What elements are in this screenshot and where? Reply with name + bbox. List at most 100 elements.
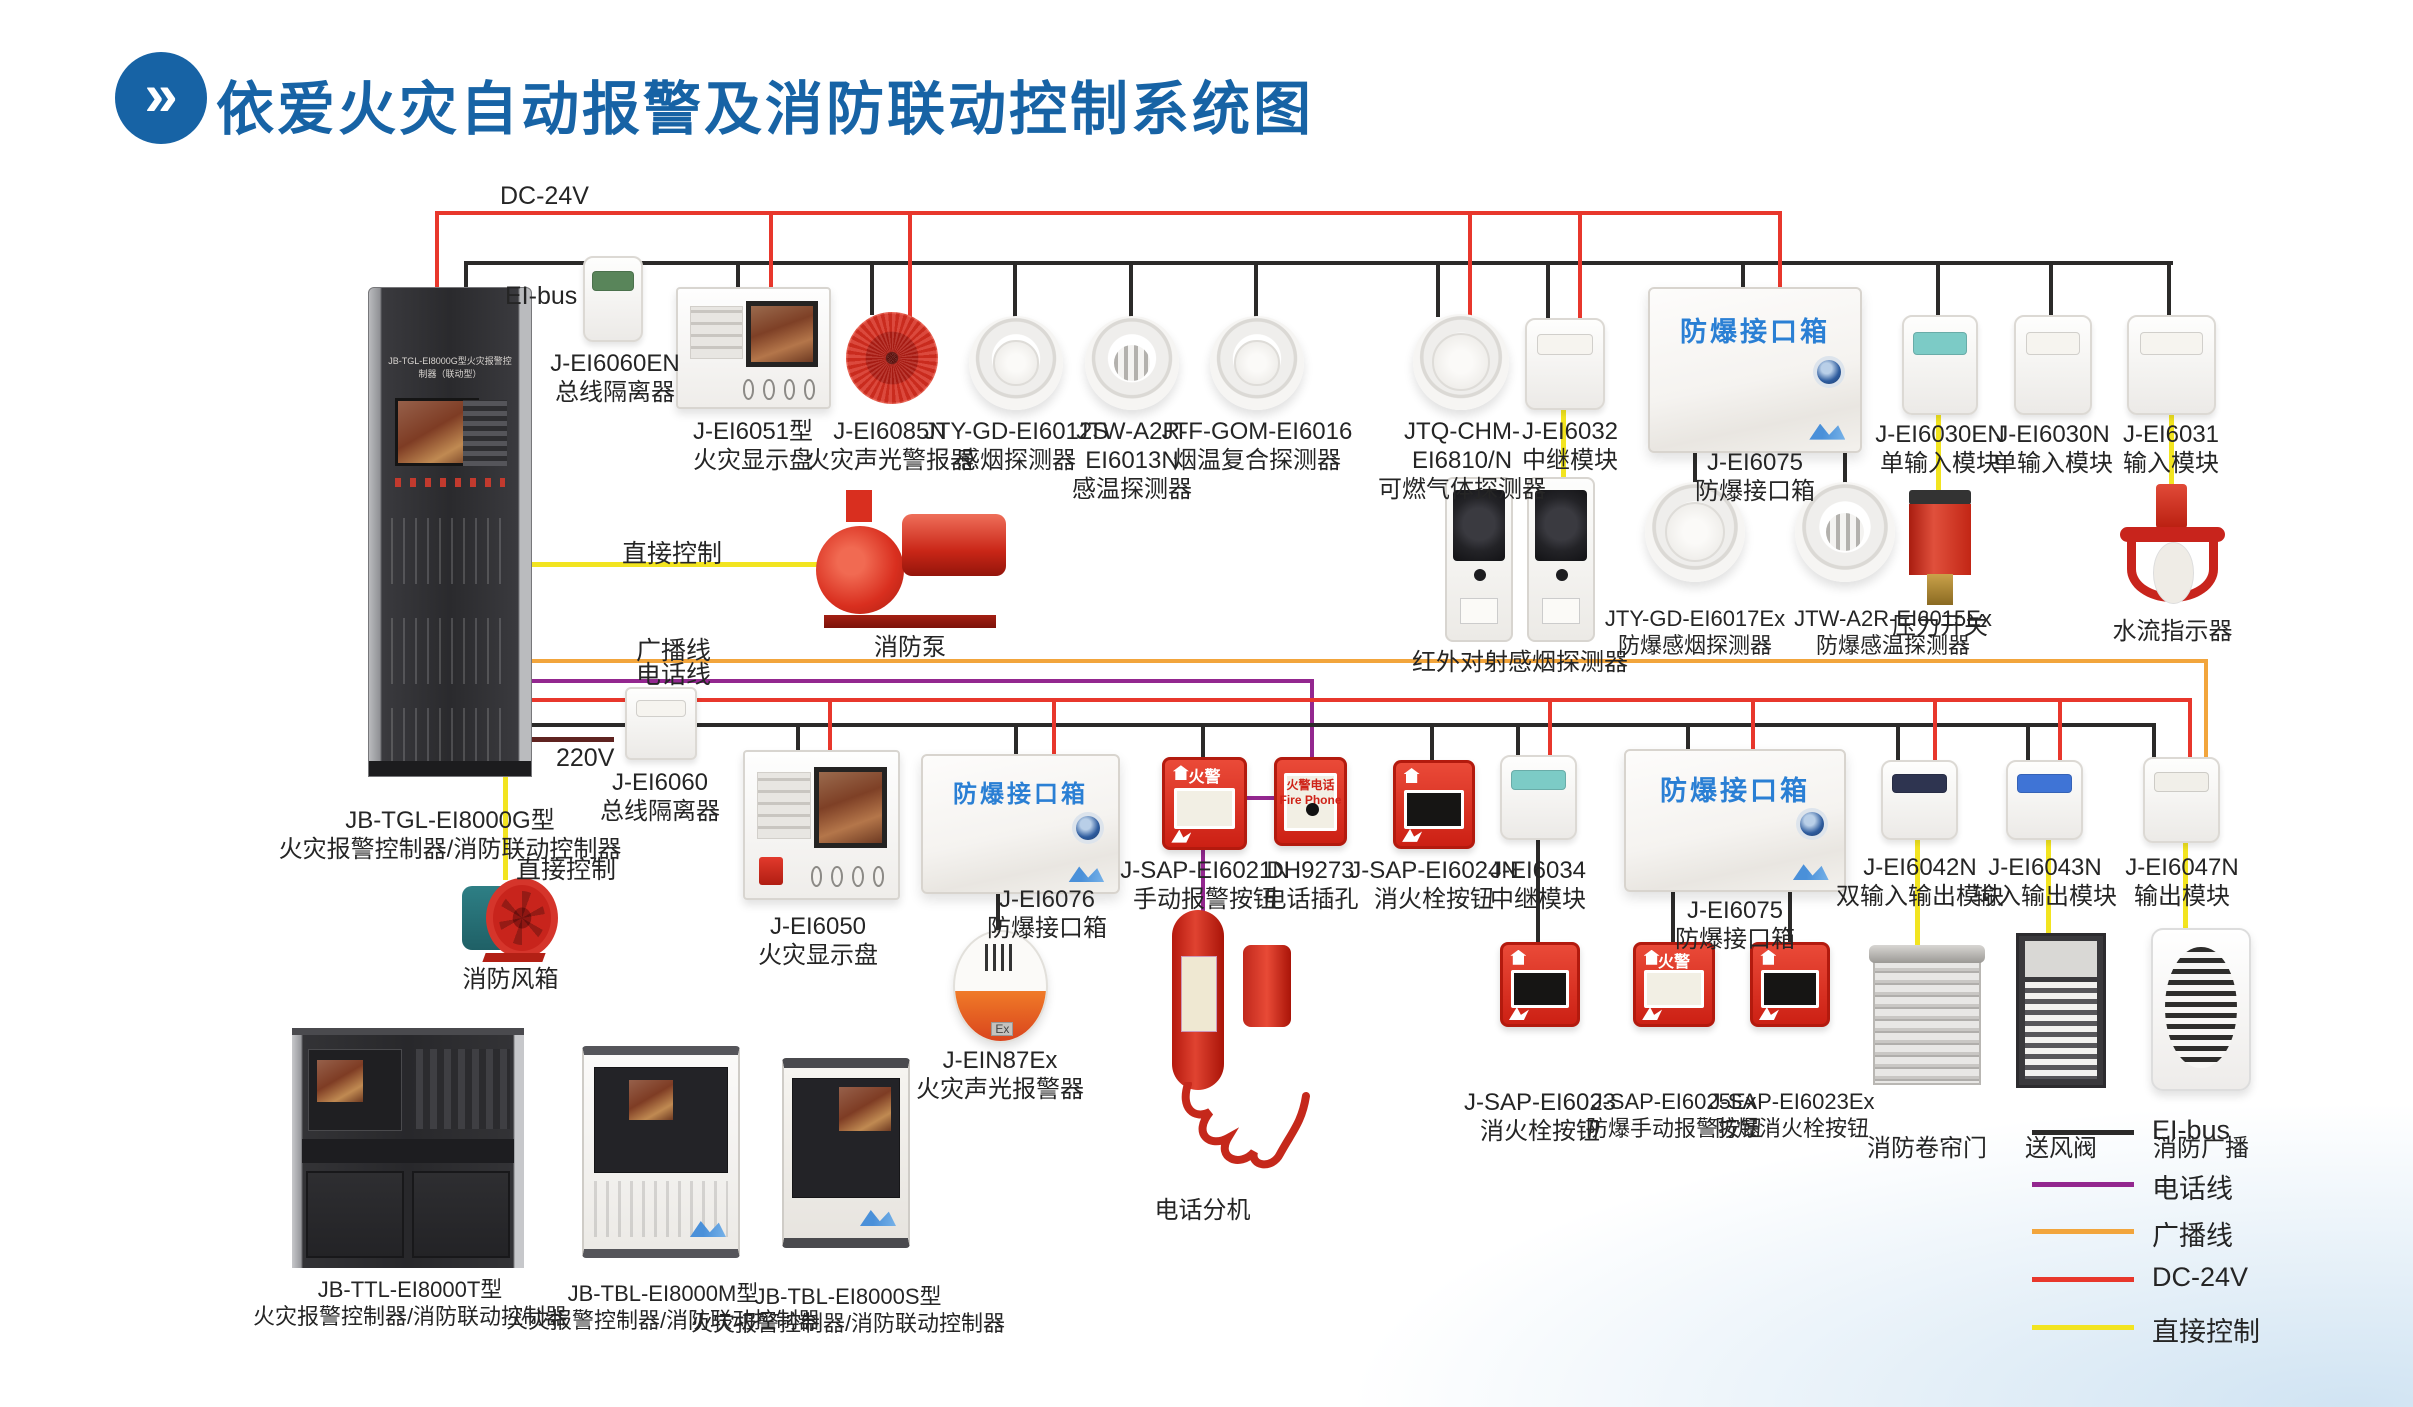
wire-drop [1778,213,1782,289]
fire-pump [816,490,1006,628]
wire-drop [1936,263,1940,317]
label-eibus: EI-bus [505,282,578,310]
valve-louvers [2025,982,2097,1079]
label-6042n: J-EI6042N 双输入输出模块 [1836,854,2004,910]
flow-valve-head [2155,484,2188,530]
module-label-band [2017,774,2072,793]
button-dot [810,866,823,888]
fan-foot [482,953,546,962]
wire-drop [1052,698,1056,758]
beam-label-strip [1541,598,1581,625]
wire-drop [1788,892,1792,946]
label-6050: J-EI6050 火灾显示盘 [758,913,878,969]
bus-isolator-6060 [625,687,697,760]
label-6075a: J-EI6075 防爆接口箱 [1695,449,1815,505]
label-cab-s: JB-TBL-EI8000S型 火灾报警控制器/消防联动控制器 [690,1284,1006,1336]
module-label-band [635,700,687,718]
wire-drop [870,263,874,315]
wire-drop [1693,453,1697,486]
beam-label-strip [1459,598,1499,625]
wire-drop [2167,263,2171,317]
brand-logo-icon [860,1210,896,1226]
module-label-band [2140,332,2203,356]
module-label-band [1536,334,1594,356]
label-6012s: JTY-GD-EI6012S 感烟探测器 [923,418,1109,474]
button-dot [804,379,816,401]
phone-bracket [1243,945,1291,1027]
label-6023ex: J-SAP-EI6023Ex 防爆消火栓按钮 [1709,1089,1875,1141]
ex-heat-detector-6015ex [1795,482,1895,582]
label-6021n: J-SAP-EI6021N 手动报警按钮 [1120,857,1290,913]
module-label-band [1892,774,1947,793]
legend-label: 广播线 [2152,1221,2233,1251]
wire-direct [1561,408,1566,481]
fire-alarm-text: 火警 [1657,954,1690,972]
box-title-text: 防爆接口箱 [1680,317,1830,348]
label-air-valve: 送风阀 [2025,1135,2097,1162]
legend-line-eibus [2032,1130,2134,1135]
input-module-6031 [2127,315,2216,415]
label-broadcast: 广播线 [636,637,712,665]
wire-eibus [464,261,2173,265]
wire-drop [769,213,773,289]
module-label-band [2025,332,2081,356]
main-fire-controller: JB-TGL-EI8000G型火灾报警控制器（联动型） [368,287,532,777]
phone-handset [1172,910,1224,1090]
label-fan: 消防风箱 [462,966,559,993]
button-dot [742,379,755,401]
label-6060en: J-EI6060EN 总线隔离器 [550,350,680,406]
combo-detector-6016 [1210,316,1304,410]
brand-logo-icon [1642,1007,1663,1021]
box-title-text: 防爆接口箱 [953,780,1088,808]
pump-base [824,615,996,628]
fire-fan-box [462,878,558,962]
label-dh9273: DH9273 电话插孔 [1262,857,1359,913]
output-module-6047n [2143,757,2220,843]
legend-label: DC-24V [2152,1262,2249,1292]
fire-display-panel-6051 [676,287,831,409]
button-window [1511,970,1569,1008]
cabinet-module-band [391,618,509,684]
ex-smoke-detector-6017ex [1645,482,1745,582]
wire-drop [1516,723,1520,759]
cabinet-doors [306,1171,510,1258]
wire-direct [1936,413,1941,493]
screen-image [317,1060,363,1102]
wire-drop [1536,838,1540,944]
label-6025ex: J-SAP-EI6025Ex 防爆手动报警按钮 [1585,1089,1762,1141]
legend-line-direct [2032,1325,2134,1330]
wire-drop [1468,213,1472,317]
controller-cabinet-8000m [582,1046,740,1258]
lock-knob-icon [1817,360,1842,385]
io-module-6042n [1881,760,1958,840]
hydrant-button-6023 [1500,942,1580,1027]
fire-alarm-text: 火警 [1188,769,1221,787]
label-pressure: 压力开关 [1892,613,1988,640]
wire-drop [1014,723,1018,758]
label-6076: J-EI6076 防爆接口箱 [987,886,1107,942]
label-cab-m: JB-TBL-EI8000M型 火灾报警控制器/消防联动控制器 [505,1281,821,1333]
wire-drop [2049,263,2053,317]
wire-broadcast-drop [2204,659,2208,759]
wire-dc24v-2 [532,698,2192,702]
label-6051: J-EI6051型 火灾显示盘 [692,418,814,474]
wire-drop [1741,263,1745,289]
wire-direct [2046,838,2051,936]
button-dot [763,379,775,401]
panel-buttons [742,379,816,401]
bus-isolator-6060en [583,256,643,342]
legend-label: EI-bus [2152,1115,2231,1145]
detector-core [1432,333,1490,391]
phone-jack-hole [1306,803,1320,817]
wire-drop [1546,263,1550,321]
button-dot [783,379,796,401]
wire-direct [2169,413,2174,485]
double-chevron-icon: » [144,61,178,128]
panel-keys [690,305,744,360]
input-module-6030n [2014,315,2092,415]
house-flame-icon [1403,767,1420,783]
label-6015ex: JTW-A2R-EI6015Ex 防爆感温探测器 [1794,606,1992,658]
wire-phone-link [1247,796,1274,800]
explosion-proof-box-2: 防爆接口箱 [1624,749,1846,892]
title-badge: » [115,52,207,144]
